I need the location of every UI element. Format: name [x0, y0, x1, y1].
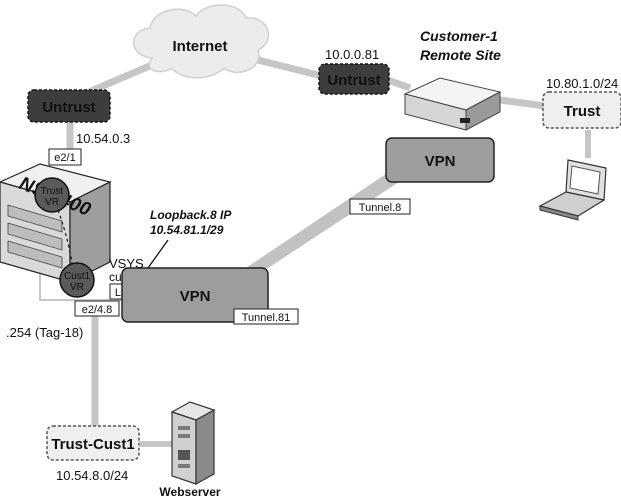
- remote-site-line2: Remote Site: [420, 47, 501, 63]
- internet-label: Internet: [172, 38, 227, 55]
- untrust-left-label: Untrust: [42, 99, 95, 116]
- loopback-line2: 10.54.81.1/29: [150, 223, 224, 237]
- vpn-box-left[interactable]: VPN: [121, 267, 269, 323]
- e2-4-8-label: e2/4.8: [82, 304, 113, 316]
- link-untrust-right-device: [386, 76, 412, 92]
- vr-link: [57, 209, 73, 265]
- tag-label: .254 (Tag-18): [6, 325, 83, 340]
- trust-cust1-subnet: 10.54.8.0/24: [56, 468, 128, 483]
- cust1-vr[interactable]: Cust1 VR: [59, 262, 95, 298]
- tunnel-81-box: Tunnel.81: [233, 308, 299, 325]
- tunnel-81-label: Tunnel.81: [242, 312, 291, 324]
- trust-vr-line1: Trust: [41, 186, 64, 197]
- interface-e2-4-8: e2/4.8: [74, 300, 120, 317]
- link-internet-untrust-right: [249, 54, 323, 80]
- untrust-zone-left[interactable]: Untrust: [27, 89, 111, 123]
- trust-vr-line2: VR: [45, 197, 59, 208]
- internet-cloud: Internet: [133, 4, 270, 79]
- cust1-vr-line1: Cust1: [64, 271, 91, 282]
- device-slots: [7, 204, 63, 269]
- trust-zone-right[interactable]: Trust: [542, 91, 621, 129]
- webserver-label: Webserver: [159, 485, 220, 499]
- remote-site-line1: Customer-1: [420, 28, 498, 44]
- vpn-left-label: VPN: [180, 288, 211, 305]
- trust-cust1-label: Trust-Cust1: [51, 436, 134, 453]
- untrust-zone-right[interactable]: Untrust: [318, 63, 390, 95]
- untrust-left-ip: 10.54.0.3: [76, 131, 130, 146]
- trust-right-label: Trust: [564, 103, 601, 120]
- tunnel-8-label: Tunnel.8: [359, 202, 401, 214]
- tunnel-8-box: Tunnel.8: [349, 198, 411, 215]
- webserver-icon: [170, 401, 216, 486]
- loopback-line1: Loopback.8 IP: [150, 208, 232, 222]
- link-device-trust: [499, 96, 546, 110]
- e2-1-label: e2/1: [54, 152, 75, 164]
- connection-lines: [39, 54, 591, 447]
- untrust-right-label: Untrust: [327, 72, 380, 89]
- cust1-vr-line2: VR: [70, 282, 84, 293]
- vpn-box-right[interactable]: VPN: [385, 137, 495, 183]
- vpn-tunnel-band: [240, 174, 402, 272]
- trust-cust1-zone[interactable]: Trust-Cust1: [46, 425, 140, 461]
- cloud-shape: [133, 4, 270, 79]
- trust-right-subnet: 10.80.1.0/24: [546, 76, 618, 91]
- vpn-right-label: VPN: [425, 153, 456, 170]
- trust-vr[interactable]: Trust VR: [34, 177, 70, 213]
- interface-e2-1: e2/1: [48, 148, 82, 166]
- untrust-right-ip: 10.0.0.81: [325, 47, 379, 62]
- remote-router-icon: [403, 77, 502, 131]
- laptop-icon: [538, 159, 607, 221]
